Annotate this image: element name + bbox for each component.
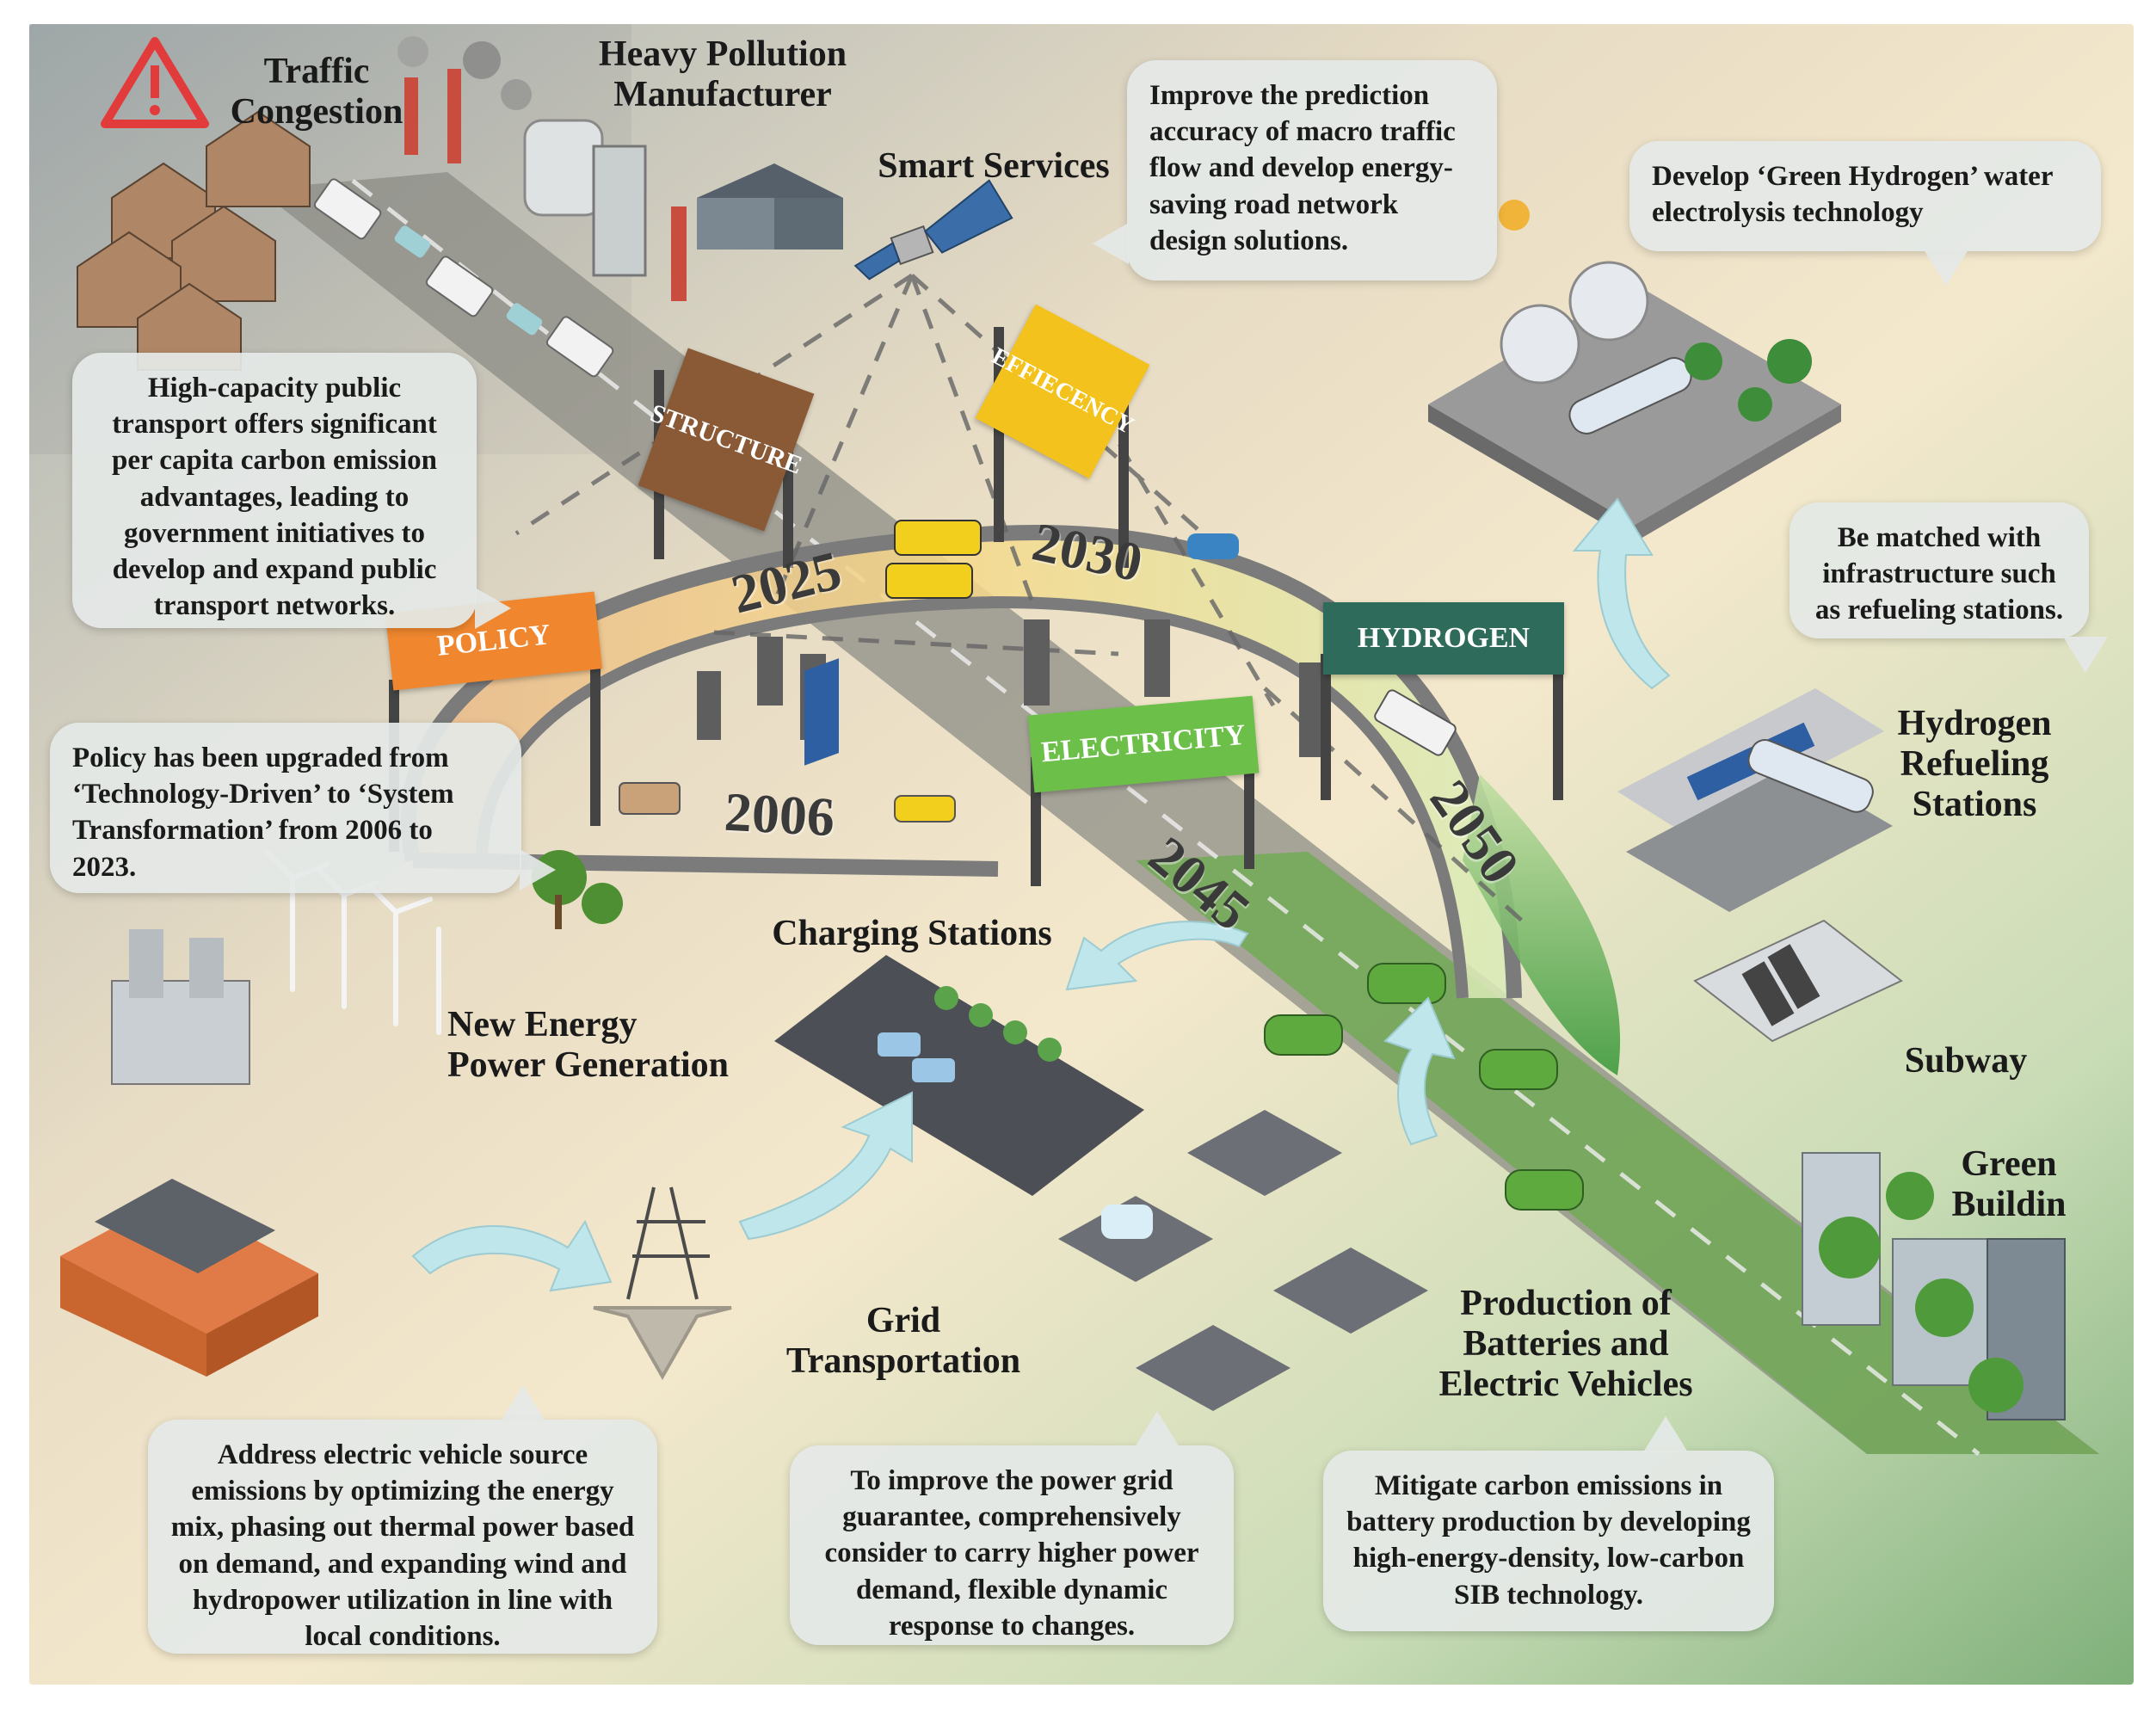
ring-vehicles bbox=[619, 520, 1457, 823]
flow-arrows bbox=[411, 497, 1671, 1292]
charging-lot bbox=[774, 658, 1144, 1196]
bubble-prediction: Improve the prediction accuracy of macro… bbox=[1093, 60, 1497, 280]
label-smart-services: Smart Services bbox=[878, 146, 1110, 186]
power-pylon bbox=[593, 1186, 732, 1381]
subway-entrance bbox=[1693, 919, 1903, 1043]
label-subway: Subway bbox=[1904, 1041, 2028, 1081]
sign-efficiency-text: EFFIECENCY bbox=[987, 342, 1138, 440]
bubble-green-hydrogen: Develop ‘Green Hydrogen’ water electroly… bbox=[1629, 141, 2101, 286]
bubble-battery: Mitigate carbon emissions in battery pro… bbox=[1323, 1416, 1774, 1631]
sign-electricity-text: ELECTRICITY bbox=[1039, 718, 1247, 769]
label-traffic-congestion: Traffic Congestion bbox=[230, 52, 403, 132]
label-new-energy: New Energy Power Generation bbox=[447, 1005, 729, 1086]
traffic-vehicles bbox=[313, 178, 614, 378]
battery-factory bbox=[1058, 1110, 1428, 1411]
warning-triangle-icon bbox=[101, 37, 209, 128]
sign-structure-text: STRUCTURE bbox=[646, 398, 806, 480]
year-2006: 2006 bbox=[723, 780, 836, 848]
bubble-ev-source: Address electric vehicle source emission… bbox=[148, 1385, 657, 1654]
label-hydrogen-refueling: Hydrogen Refueling Stations bbox=[1897, 704, 2052, 825]
power-station bbox=[60, 929, 318, 1377]
satellite-icon bbox=[853, 179, 1013, 280]
label-production: Production of Batteries and Electric Veh… bbox=[1438, 1284, 1693, 1405]
hydrogen-plant bbox=[1428, 200, 1841, 542]
electric-cars bbox=[1264, 963, 1584, 1211]
sign-hydrogen-text: HYDROGEN bbox=[1357, 622, 1531, 654]
sign-hydrogen: HYDROGEN bbox=[1323, 602, 1564, 675]
label-heavy-pollution: Heavy Pollution Manufacturer bbox=[598, 34, 847, 115]
bubble-policy-upgrade: Policy has been upgraded from ‘Technolog… bbox=[50, 723, 556, 893]
bubble-infrastructure: Be matched with infrastructure such as r… bbox=[1789, 502, 2109, 673]
green-buildings bbox=[1802, 1152, 2066, 1420]
h2-station bbox=[1617, 688, 1893, 912]
green-band-2050 bbox=[1463, 774, 1621, 1075]
label-charging-stations: Charging Stations bbox=[772, 914, 1052, 953]
label-green-buildings: Green Buildin bbox=[1951, 1144, 2067, 1225]
factory-illustration bbox=[397, 36, 843, 301]
label-grid-transportation: Grid Transportation bbox=[785, 1301, 1021, 1382]
bubble-power-grid: To improve the power grid guarantee, com… bbox=[790, 1411, 1234, 1645]
bubble-public-transport: High-capacity public transport offers si… bbox=[72, 353, 511, 630]
houses bbox=[77, 110, 311, 371]
